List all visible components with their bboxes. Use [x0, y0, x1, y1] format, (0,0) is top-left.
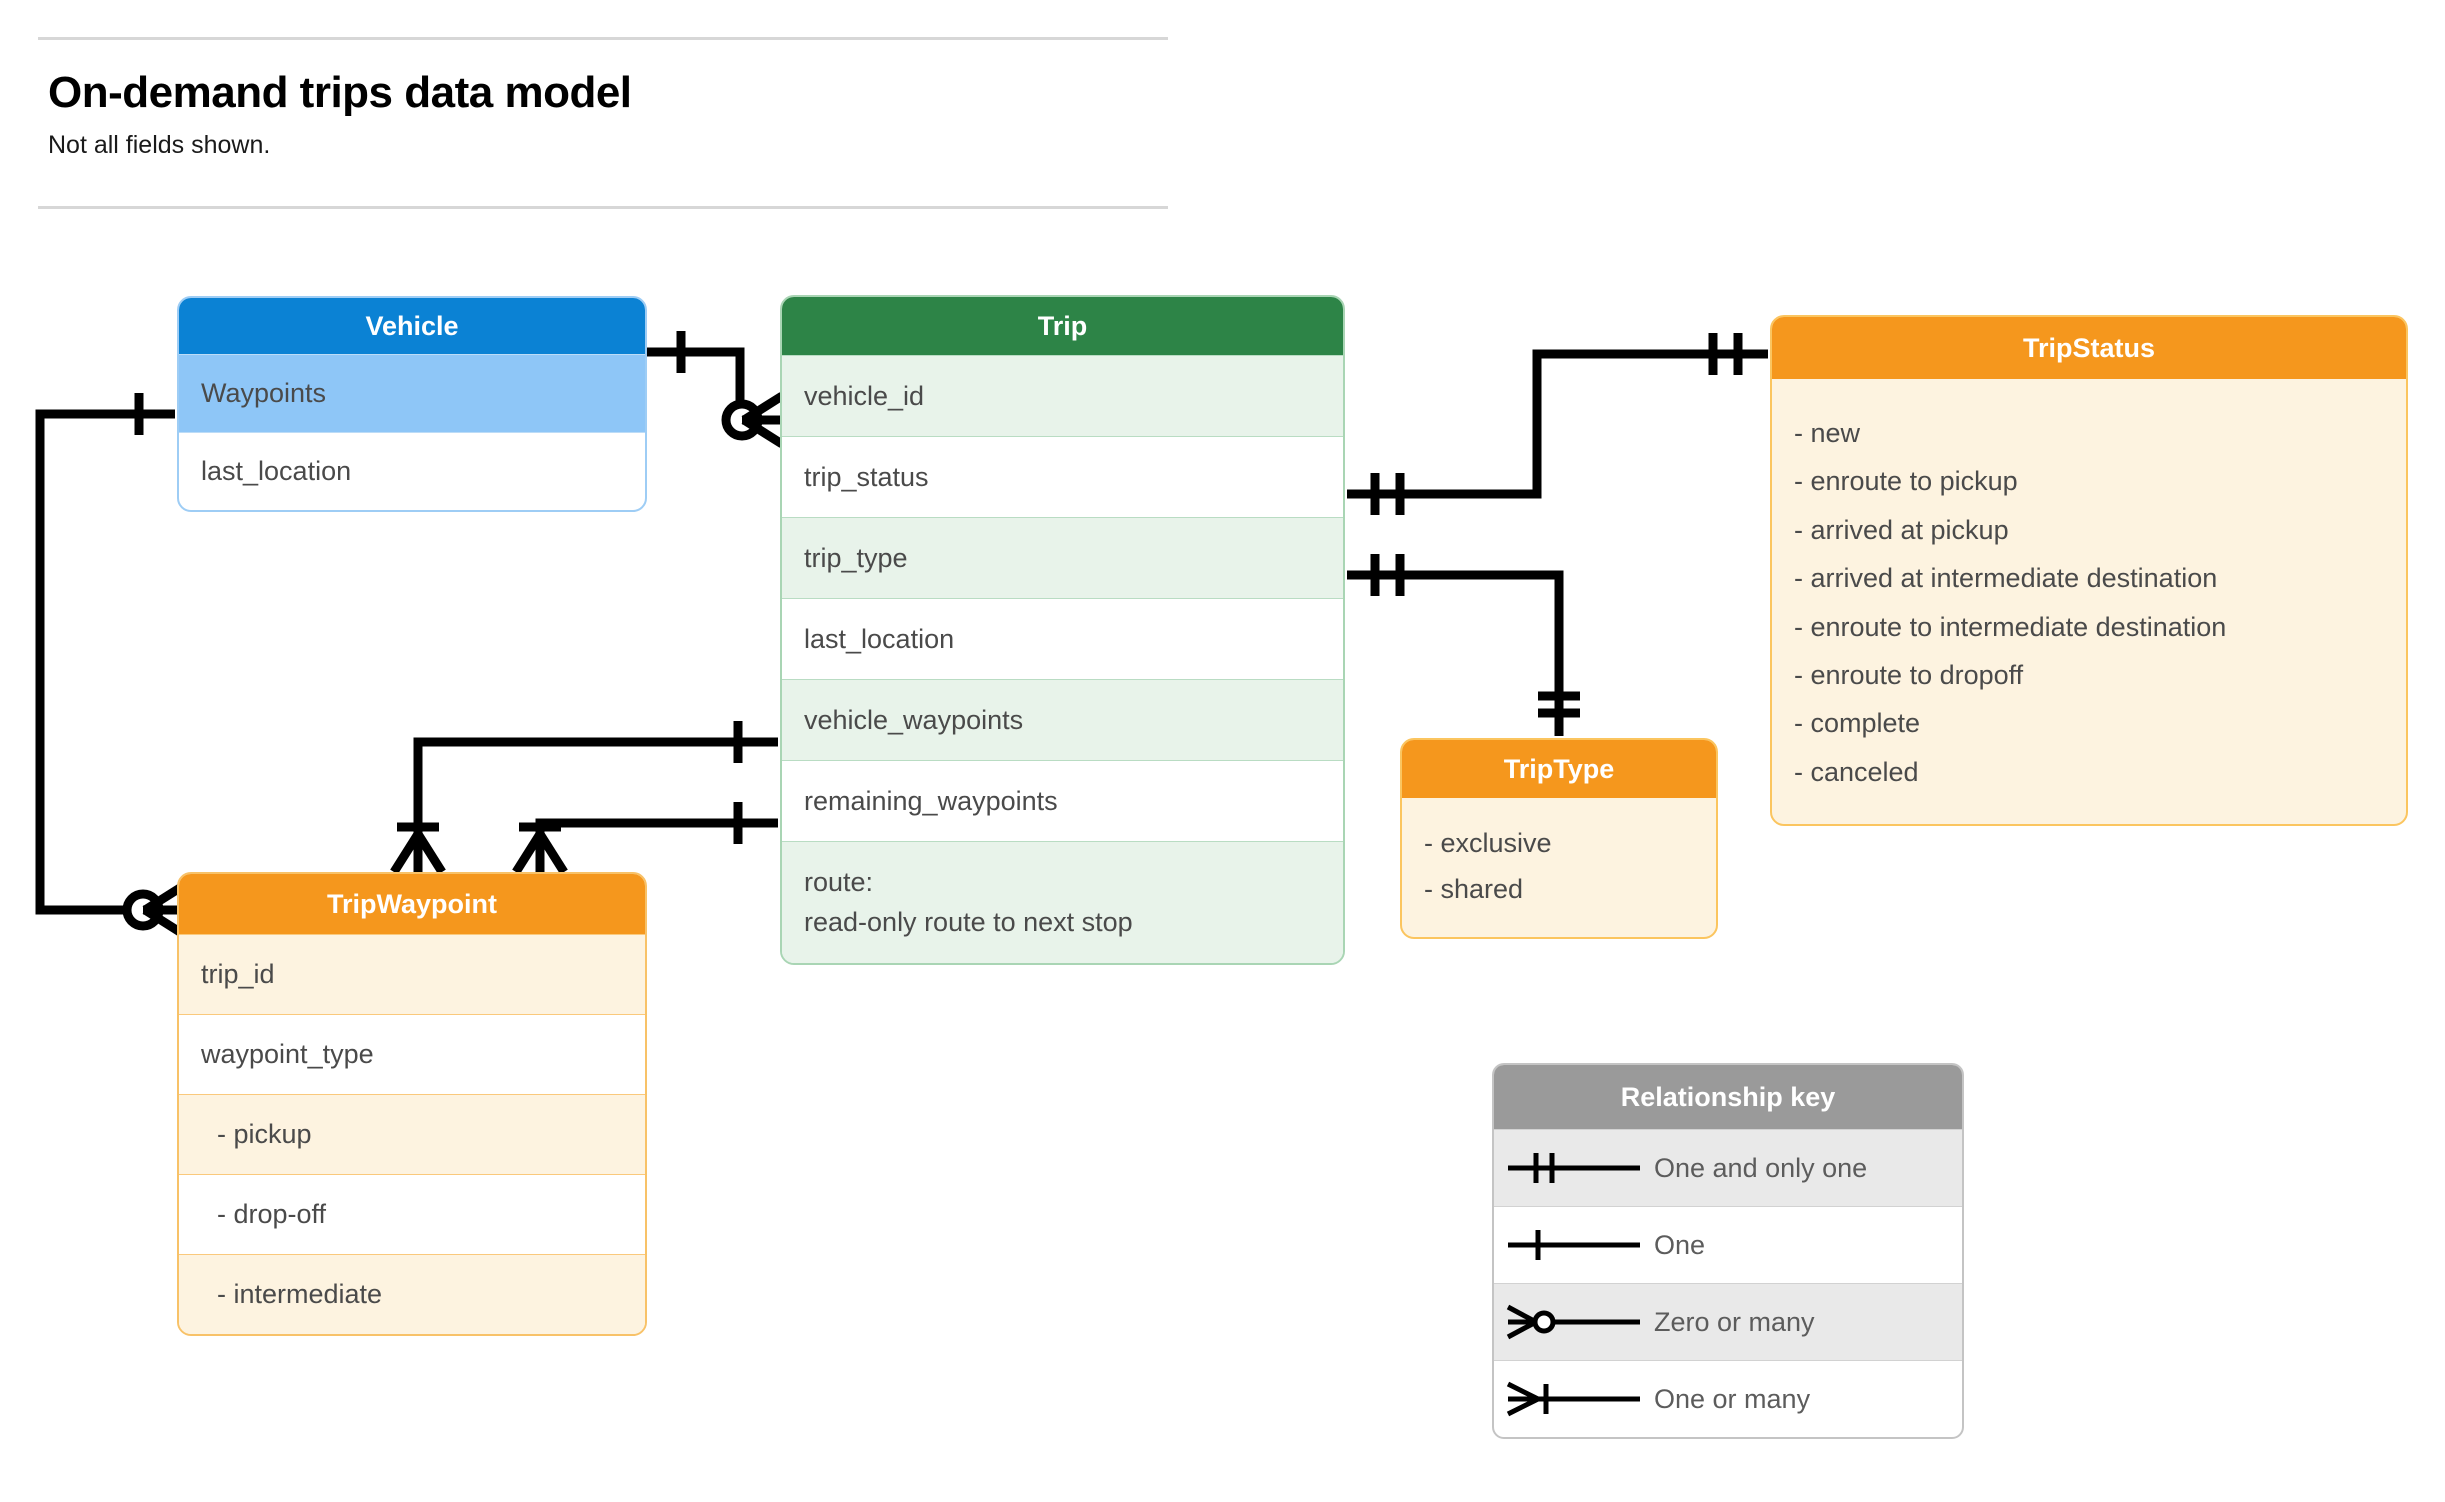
legend-row-one-or-many: One or many — [1494, 1360, 1962, 1437]
field-trip-remaining-waypoints[interactable]: remaining_waypoints — [782, 760, 1343, 841]
wire-remaining-waypoints-field — [535, 818, 778, 866]
one-and-only-one-icon — [1494, 1143, 1654, 1193]
field-trip-trip-status[interactable]: trip_status — [782, 436, 1343, 517]
legend-row-zero-or-many: Zero or many — [1494, 1283, 1962, 1360]
entity-vehicle[interactable]: Vehicle Waypoints last_location — [177, 296, 647, 512]
enum-value: - canceled — [1794, 756, 1919, 787]
wire-vehicle-waypoints-to-tripwaypoint — [35, 409, 175, 915]
field-vehicle-waypoints[interactable]: Waypoints — [179, 354, 645, 432]
field-trip-trip-type[interactable]: trip_type — [782, 517, 1343, 598]
wire-tripstatus — [1347, 349, 1768, 499]
legend-label: One or many — [1654, 1383, 1811, 1414]
one-or-many-icon — [1494, 1374, 1654, 1424]
relationship-key-legend[interactable]: Relationship key One and only one — [1492, 1063, 1964, 1439]
entity-trip-type-values: - exclusive - shared — [1402, 798, 1716, 937]
enum-value: - arrived at intermediate destination — [1794, 563, 2218, 594]
field-tripwaypoint-waypoint-type[interactable]: waypoint_type — [179, 1014, 645, 1094]
wire-vehicle-waypoints-field — [413, 737, 778, 866]
legend-label: Zero or many — [1654, 1306, 1815, 1337]
field-vehicle-last-location[interactable]: last_location — [179, 432, 645, 510]
entity-trip-waypoint[interactable]: TripWaypoint trip_id waypoint_type - pic… — [177, 872, 647, 1336]
field-tripwaypoint-drop-off[interactable]: - drop-off — [179, 1174, 645, 1254]
field-trip-vehicle-id[interactable]: vehicle_id — [782, 355, 1343, 436]
entity-trip[interactable]: Trip vehicle_id trip_status trip_type la… — [780, 295, 1345, 965]
entity-trip-status-values: - new - enroute to pickup - arrived at p… — [1772, 379, 2406, 824]
field-trip-route-note: read-only route to next stop — [804, 906, 1133, 937]
enum-value: - complete — [1794, 708, 1921, 739]
card-one-or-many-tw-left — [390, 830, 446, 875]
wire-vehicle-to-trip — [647, 347, 778, 425]
field-trip-route[interactable]: route: read-only route to next stop — [782, 841, 1343, 963]
card-one-or-many-tw-right — [512, 830, 568, 875]
card-zero-or-many-tripwaypoint — [122, 882, 186, 938]
legend-label: One — [1654, 1229, 1706, 1260]
field-trip-vehicle-waypoints[interactable]: vehicle_waypoints — [782, 679, 1343, 760]
page-title: On-demand trips data model — [48, 68, 632, 117]
entity-trip-waypoint-title: TripWaypoint — [179, 874, 645, 934]
enum-value: - arrived at pickup — [1794, 514, 2009, 545]
field-tripwaypoint-trip-id[interactable]: trip_id — [179, 934, 645, 1014]
entity-vehicle-title: Vehicle — [179, 298, 645, 354]
header-divider-bottom — [38, 206, 1168, 209]
enum-value: - exclusive — [1424, 828, 1552, 858]
enum-value: - enroute to intermediate destination — [1794, 611, 2227, 642]
page-subtitle: Not all fields shown. — [48, 131, 271, 159]
entity-trip-type[interactable]: TripType - exclusive - shared — [1400, 738, 1718, 939]
entity-trip-status-title: TripStatus — [1772, 317, 2406, 379]
entity-trip-type-title: TripType — [1402, 740, 1716, 798]
entity-trip-status[interactable]: TripStatus - new - enroute to pickup - a… — [1770, 315, 2408, 827]
enum-value: - new — [1794, 418, 1861, 448]
field-trip-route-label: route: — [804, 867, 874, 898]
legend-title: Relationship key — [1494, 1065, 1962, 1129]
zero-or-many-icon — [1494, 1297, 1654, 1347]
entity-trip-title: Trip — [782, 297, 1343, 355]
legend-label: One and only one — [1654, 1152, 1868, 1183]
legend-row-one: One — [1494, 1206, 1962, 1283]
legend-row-one-and-only-one: One and only one — [1494, 1129, 1962, 1206]
enum-value: - enroute to pickup — [1794, 466, 2018, 497]
enum-value: - enroute to dropoff — [1794, 659, 2024, 690]
header-divider-top — [38, 37, 1168, 40]
field-trip-last-location[interactable]: last_location — [782, 598, 1343, 679]
one-icon — [1494, 1220, 1654, 1270]
wire-triptype — [1347, 570, 1564, 736]
field-tripwaypoint-pickup[interactable]: - pickup — [179, 1094, 645, 1174]
field-tripwaypoint-intermediate[interactable]: - intermediate — [179, 1254, 645, 1334]
enum-value: - shared — [1424, 874, 1524, 905]
card-zero-or-many-trip-vehicle-id — [721, 392, 785, 448]
